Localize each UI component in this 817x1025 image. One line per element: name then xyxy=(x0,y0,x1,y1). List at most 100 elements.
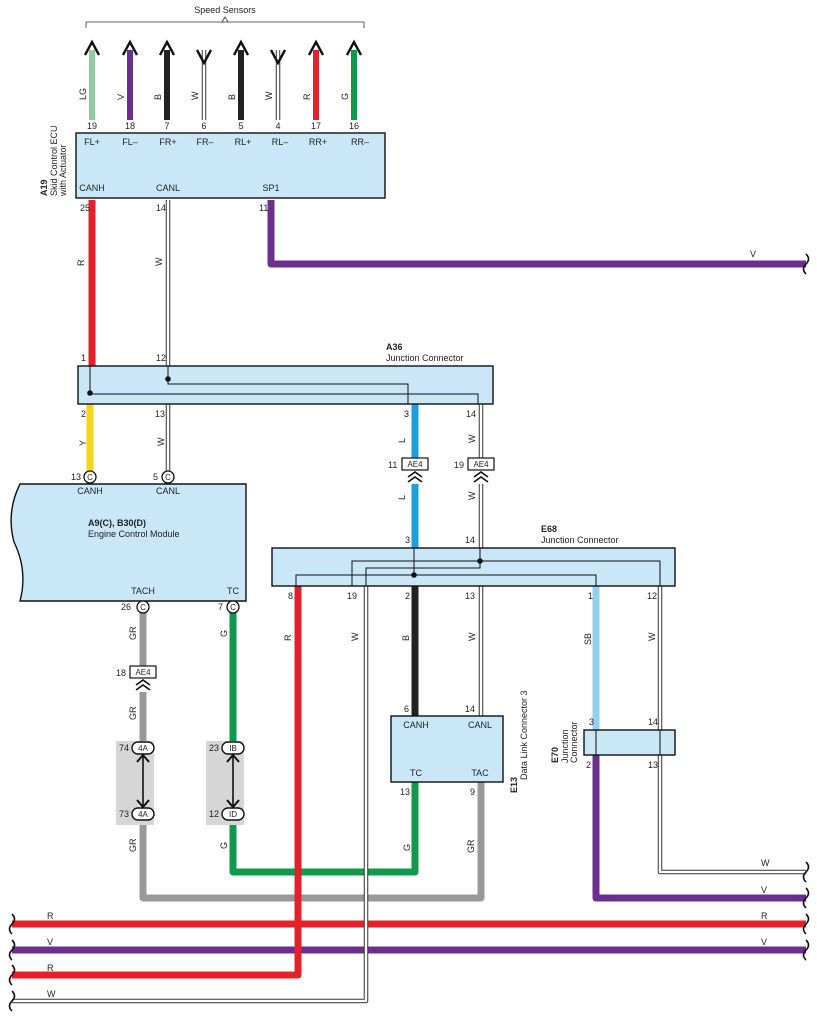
e68-pin-8: 8 xyxy=(288,591,293,601)
a36-junction-connector: A36 Junction Connector 1 12 2 13 3 14 xyxy=(77,342,494,419)
ae4-19-box xyxy=(467,457,495,471)
wire-label-bus-r-left: R xyxy=(47,911,54,921)
ecm-pin-5-num: 5 xyxy=(153,472,158,482)
wire-label-a36-14: W xyxy=(467,434,477,443)
ae4-18-chevron xyxy=(135,679,151,691)
wire-label-e68-19: W xyxy=(350,632,360,641)
e70-code: E70 xyxy=(550,747,560,763)
e13-box xyxy=(390,715,504,783)
a19-canh-label: CANH xyxy=(79,183,105,193)
ae4-connectors: AE4 11 AE4 19 AE4 18 xyxy=(116,457,495,691)
a19-pin-rr-plus-label: RR+ xyxy=(309,137,327,147)
a19-pin-5-num: 5 xyxy=(238,121,243,131)
ecm-canl-label: CANL xyxy=(156,486,180,496)
sensor-wire-label-17: R xyxy=(302,93,312,100)
a19-pin-fr-plus-label: FR+ xyxy=(159,137,176,147)
e13-data-link-connector: CANH CANL TC TAC 6 14 13 9 E13 Data Link… xyxy=(390,690,529,797)
speed-sensors-bracket-tip xyxy=(221,16,229,23)
a36-splice-dot xyxy=(165,376,171,382)
ecm-tc-label: TC xyxy=(227,586,239,596)
e68-box xyxy=(271,547,676,587)
wire-break-left xyxy=(8,913,16,935)
wire-label-bus-w: W xyxy=(47,989,56,999)
wire-label-e68-12: W xyxy=(647,632,657,641)
inline-23-num: 23 xyxy=(209,743,219,753)
a19-name-2: with Actuator xyxy=(58,144,68,197)
wire-break-right xyxy=(802,861,810,883)
ae4-19-code: AE4 xyxy=(473,460,489,469)
sensor-wire-label-5: B xyxy=(227,94,237,100)
a19-canl-label: CANL xyxy=(156,183,180,193)
wire-label-ae4-w: W xyxy=(467,491,477,500)
e13-pin-13: 13 xyxy=(400,787,410,797)
e68-pin-19: 19 xyxy=(347,591,357,601)
wire-label-tach-top: GR xyxy=(128,626,138,640)
sensor-arrow-up xyxy=(121,39,139,56)
a36-pin-12: 12 xyxy=(156,353,166,363)
a19-pin-6-num: 6 xyxy=(201,121,206,131)
e68-code: E68 xyxy=(541,524,557,534)
e68-internal-bus xyxy=(295,548,661,586)
sensor-wire-label-6: W xyxy=(190,91,200,100)
wire-label-bus-v-right: V xyxy=(761,937,767,947)
speed-sensors-group: Speed Sensors xyxy=(85,5,365,28)
e68-splice-dot xyxy=(411,572,417,578)
inline-74-num: 74 xyxy=(119,743,129,753)
wire-label-right-w: W xyxy=(761,858,770,868)
inline-id-bottom xyxy=(221,807,245,821)
sensor-arrow-up xyxy=(158,39,176,56)
a19-pin-rl-plus-label: RL+ xyxy=(235,137,252,147)
sensor-arrow-down xyxy=(195,49,213,66)
wire-label-tach-mid: GR xyxy=(128,706,138,720)
wire-break-left xyxy=(8,990,16,1012)
inline-ib-code: IB xyxy=(229,744,237,753)
wire-label-tc-bot: G xyxy=(219,842,229,849)
ae4-18-code: AE4 xyxy=(135,668,151,677)
inline-4a-top xyxy=(131,741,155,755)
wire-break-right xyxy=(802,887,810,909)
sensor-arrow-up xyxy=(83,39,101,56)
wire-label-e68-1: SB xyxy=(583,633,593,645)
sensor-arrow-down xyxy=(269,49,287,66)
wire-e70-w-out xyxy=(658,755,806,874)
a36-name: Junction Connector xyxy=(386,353,464,363)
a19-pin-fr-minus-label: FR– xyxy=(196,137,213,147)
inline-4a-bottom-code: 4A xyxy=(138,810,148,819)
a36-pin-13: 13 xyxy=(155,409,165,419)
inline-12-num: 12 xyxy=(209,809,219,819)
wire-break-right xyxy=(802,913,810,935)
e68-pin-13: 13 xyxy=(465,591,475,601)
wire-label-a19-canl: W xyxy=(154,257,164,266)
wire-label-a36-2: Y xyxy=(78,440,88,446)
a19-pin-7-num: 7 xyxy=(164,121,169,131)
wire-label-e68-2: B xyxy=(401,635,411,641)
sensor-arrow-up xyxy=(307,39,325,56)
a19-skid-control-ecu: A19 Skid Control ECU with Actuator 19 18… xyxy=(39,121,386,213)
a19-pin-17-num: 17 xyxy=(311,121,321,131)
e70-name: Junction xyxy=(560,729,570,763)
sensor-wire-label-4: W xyxy=(264,91,274,100)
inline-connectors: 4A 4A IB ID 74 73 23 12 xyxy=(116,741,245,825)
a19-box xyxy=(75,132,386,199)
inline-4a-top-code: 4A xyxy=(138,744,148,753)
e13-pin-14: 14 xyxy=(465,704,475,714)
e13-tc-label: TC xyxy=(410,768,422,778)
a36-internal-bus xyxy=(89,366,479,404)
e68-name: Junction Connector xyxy=(541,535,619,545)
e13-canl-label: CANL xyxy=(468,720,492,730)
ecm-tach-label: TACH xyxy=(131,586,155,596)
a36-pin-2: 2 xyxy=(81,409,86,419)
wire-label-e68-13: W xyxy=(467,632,477,641)
wire-label-dlc-13: G xyxy=(402,844,412,851)
inline-ib-arrows xyxy=(226,753,240,809)
ecm-name: Engine Control Module xyxy=(88,529,180,539)
ecm-pin-26-connector xyxy=(136,600,150,614)
ecm-pin-26-conn-letter: C xyxy=(140,603,146,612)
a19-name: Skid Control ECU xyxy=(49,125,59,196)
wire-break-right xyxy=(802,253,810,275)
e13-tac-label: TAC xyxy=(471,768,489,778)
a36-code: A36 xyxy=(386,342,403,352)
wire-label-a19-sp1: V xyxy=(750,249,756,259)
engine-control-module: A9(C), B30(D) Engine Control Module CANH… xyxy=(10,470,247,614)
